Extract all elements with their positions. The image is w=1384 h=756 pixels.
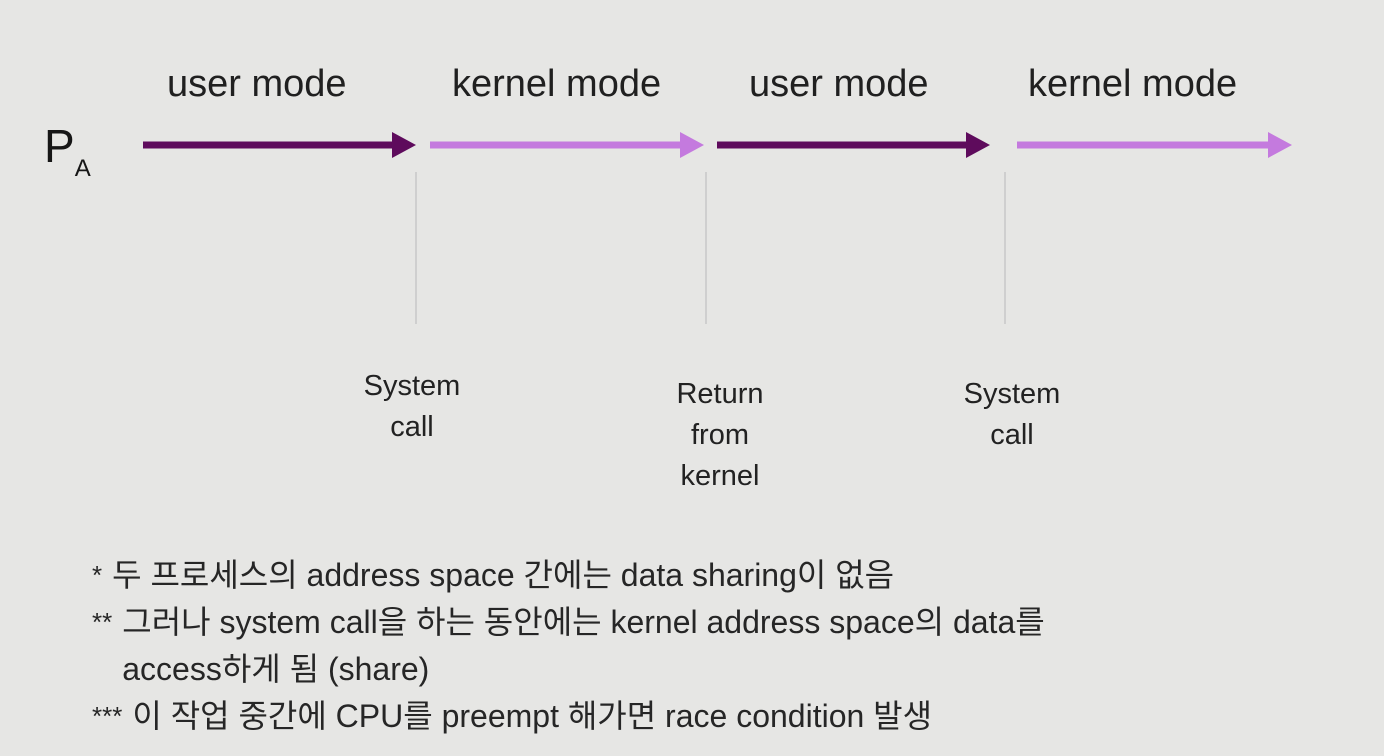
footnote-1: * 두 프로세스의 address space 간에는 data sharing…	[92, 552, 1352, 599]
kernel-mode-arrowhead-1	[680, 132, 704, 158]
footnote-1-text: 두 프로세스의 address space 간에는 data sharing이 …	[112, 557, 895, 593]
segment-2-label: kernel mode	[452, 63, 662, 105]
footnote-3-marker: ***	[92, 701, 123, 731]
segment-1-label: user mode	[167, 63, 347, 105]
footnote-2-text: 그러나 system call을 하는 동안에는 kernel address …	[122, 604, 1045, 687]
user-mode-arrowhead-2	[966, 132, 990, 158]
footnote-1-marker: *	[92, 560, 103, 590]
footnote-2: ** 그러나 system call을 하는 동안에는 kernel addre…	[92, 599, 1352, 693]
footnote-3: *** 이 작업 중간에 CPU를 preempt 해가면 race condi…	[92, 693, 1352, 740]
event-system-call-1: System call	[363, 370, 461, 443]
user-mode-arrowhead-1	[392, 132, 416, 158]
footnotes: * 두 프로세스의 address space 간에는 data sharing…	[92, 552, 1352, 740]
event-return-from-kernel: Return from kernel	[676, 378, 764, 492]
footnote-2-marker: **	[92, 607, 113, 637]
segment-3-label: user mode	[749, 63, 929, 105]
segment-4-label: kernel mode	[1028, 63, 1238, 105]
footnote-3-text: 이 작업 중간에 CPU를 preempt 해가면 race condition…	[132, 698, 933, 734]
process-label: PA	[44, 120, 91, 195]
kernel-mode-arrowhead-2	[1268, 132, 1292, 158]
process-subscript: A	[74, 155, 91, 182]
process-name: P	[44, 120, 75, 172]
event-system-call-2: System call	[963, 378, 1061, 451]
